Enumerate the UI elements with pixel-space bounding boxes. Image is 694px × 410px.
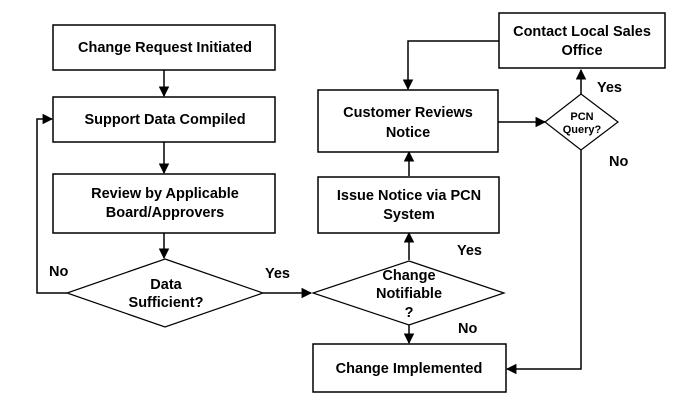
edge-data-no-loop bbox=[36, 113, 67, 294]
node-contact-sales: Contact Local Sales Office bbox=[498, 12, 666, 69]
decision-pcn-query: PCN Query? bbox=[544, 93, 619, 151]
edge-label-pcn-no: No bbox=[609, 154, 628, 170]
edge-label-notifiable-yes: Yes bbox=[457, 243, 482, 259]
node-change-implemented-label: Change Implemented bbox=[336, 361, 483, 377]
decision-pcn-line1: PCN bbox=[570, 111, 593, 123]
node-change-implemented: Change Implemented bbox=[312, 343, 507, 393]
decision-data-line2: Sufficient? bbox=[129, 295, 204, 311]
node-issue-line2: System bbox=[383, 207, 435, 223]
node-contact-line1: Contact Local Sales bbox=[513, 24, 651, 40]
edge-label-data-yes: Yes bbox=[265, 266, 290, 282]
edge-pcn-no bbox=[505, 150, 582, 375]
decision-notifiable-line2: Notifiable bbox=[376, 286, 442, 302]
node-issue-notice: Issue Notice via PCN System bbox=[317, 176, 500, 234]
edge-label-data-no: No bbox=[49, 264, 68, 280]
decision-data-sufficient: Data Sufficient? bbox=[65, 258, 265, 328]
edges bbox=[36, 40, 587, 375]
decision-notifiable-line3: ? bbox=[405, 305, 414, 321]
node-review-line1: Review by Applicable bbox=[91, 186, 239, 202]
decision-change-notifiable: Change Notifiable ? bbox=[311, 260, 506, 326]
node-support-data-label: Support Data Compiled bbox=[84, 112, 245, 128]
decision-data-line1: Data bbox=[150, 277, 182, 293]
node-customer-line2: Notice bbox=[386, 125, 430, 141]
node-customer-line1: Customer Reviews bbox=[343, 105, 473, 121]
node-customer-reviews: Customer Reviews Notice bbox=[317, 89, 499, 153]
node-issue-line1: Issue Notice via PCN bbox=[337, 188, 481, 204]
node-review: Review by Applicable Board/Approvers bbox=[52, 173, 276, 234]
decision-pcn-line2: Query? bbox=[563, 124, 602, 136]
node-change-request: Change Request Initiated bbox=[52, 24, 276, 71]
edge-label-pcn-yes: Yes bbox=[597, 80, 622, 96]
node-review-line2: Board/Approvers bbox=[106, 205, 224, 221]
edge-label-notifiable-no: No bbox=[458, 321, 477, 337]
edge-contact-to-customer bbox=[402, 40, 499, 91]
decision-notifiable-line1: Change bbox=[382, 268, 435, 284]
node-support-data: Support Data Compiled bbox=[52, 96, 276, 143]
node-contact-line2: Office bbox=[561, 43, 602, 59]
node-change-request-label: Change Request Initiated bbox=[78, 40, 252, 56]
